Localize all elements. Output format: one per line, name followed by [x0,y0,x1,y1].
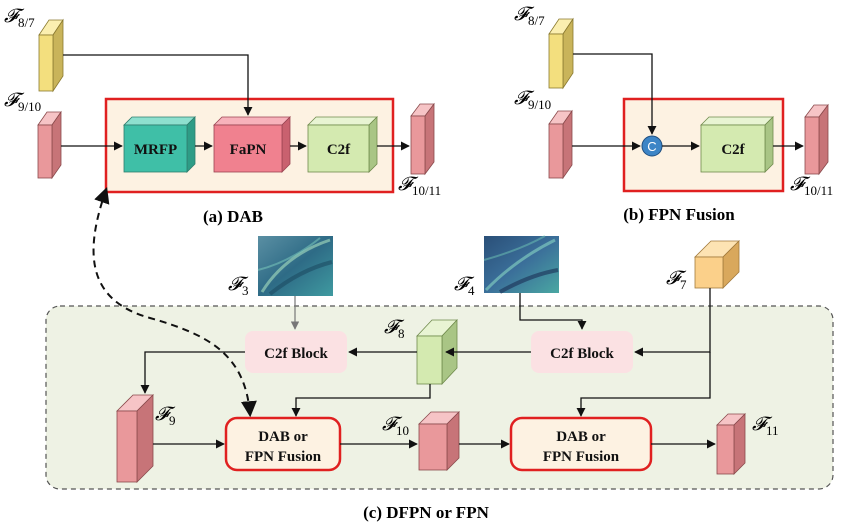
label-f910-fpn: 𝓕9/10 [514,88,551,112]
feature-map-f9 [116,394,154,483]
c2f-block-1-label: C2f Block [264,346,328,362]
image-f4 [483,235,559,294]
dab-or-label-1: DAB or [258,429,308,445]
c2f-block-dab: C2f [307,116,378,173]
arrow-f87-to-concat [573,53,657,135]
image-f3 [257,236,333,296]
feature-map-f8 [416,318,458,386]
label-f1011-dab: 𝓕10/11 [398,174,441,198]
feature-map-f87-fpn [548,17,574,90]
mrfp-block: MRFP [123,116,196,173]
c2f-block-1: C2f Block [245,331,347,373]
label-f87-fpn: 𝓕8/7 [514,4,545,28]
c2f-block-2: C2f Block [531,331,633,373]
fpn-fusion-label-2: FPN Fusion [543,449,620,465]
arrow-f8-to-fusion1 [291,384,431,417]
dashed-link-dab-to-fusion [92,186,257,418]
label-f87-dab: 𝓕8/7 [4,6,35,30]
fapn-label: FaPN [230,142,267,158]
caption-fpn-fusion: (b) FPN Fusion [623,205,735,224]
feature-map-f11 [716,413,746,475]
feature-map-f1011-dab [410,102,435,176]
fpn-fusion-label-1: FPN Fusion [245,449,322,465]
c2f-label-fpn: C2f [721,142,745,158]
caption-dab: (a) DAB [203,207,263,226]
label-f910-dab: 𝓕9/10 [4,90,41,114]
feature-map-f1011-fpn [804,103,829,176]
arrow-f4-to-c2f2 [519,293,587,330]
c2f-block-2-label: C2f Block [550,346,614,362]
mrfp-label: MRFP [134,142,177,158]
c2f-label-dab: C2f [327,142,351,158]
arrow-f7-to-fusion2 [576,352,711,417]
feature-map-f87-dab [38,18,64,93]
label-f1011-fpn: 𝓕10/11 [790,174,833,198]
feature-map-f910-fpn [548,109,573,180]
concat-node: C [641,135,663,157]
concat-label: C [647,139,656,154]
feature-map-f910-dab [37,110,62,180]
c2f-block-fpn: C2f [700,116,774,173]
label-f4: 𝓕4 [454,274,475,298]
dab-or-fpn-fusion-2: DAB or FPN Fusion [509,416,653,472]
dab-or-fpn-fusion-1: DAB or FPN Fusion [224,416,342,472]
feature-map-f7 [694,240,740,289]
dab-or-label-2: DAB or [556,429,606,445]
arrow-f87-to-fapn [63,54,253,116]
caption-dfpn: (c) DFPN or FPN [363,503,489,522]
label-f7: 𝓕7 [666,268,687,292]
fapn-block: FaPN [213,116,291,173]
feature-map-f10 [418,411,460,471]
label-f3: 𝓕3 [228,274,249,298]
